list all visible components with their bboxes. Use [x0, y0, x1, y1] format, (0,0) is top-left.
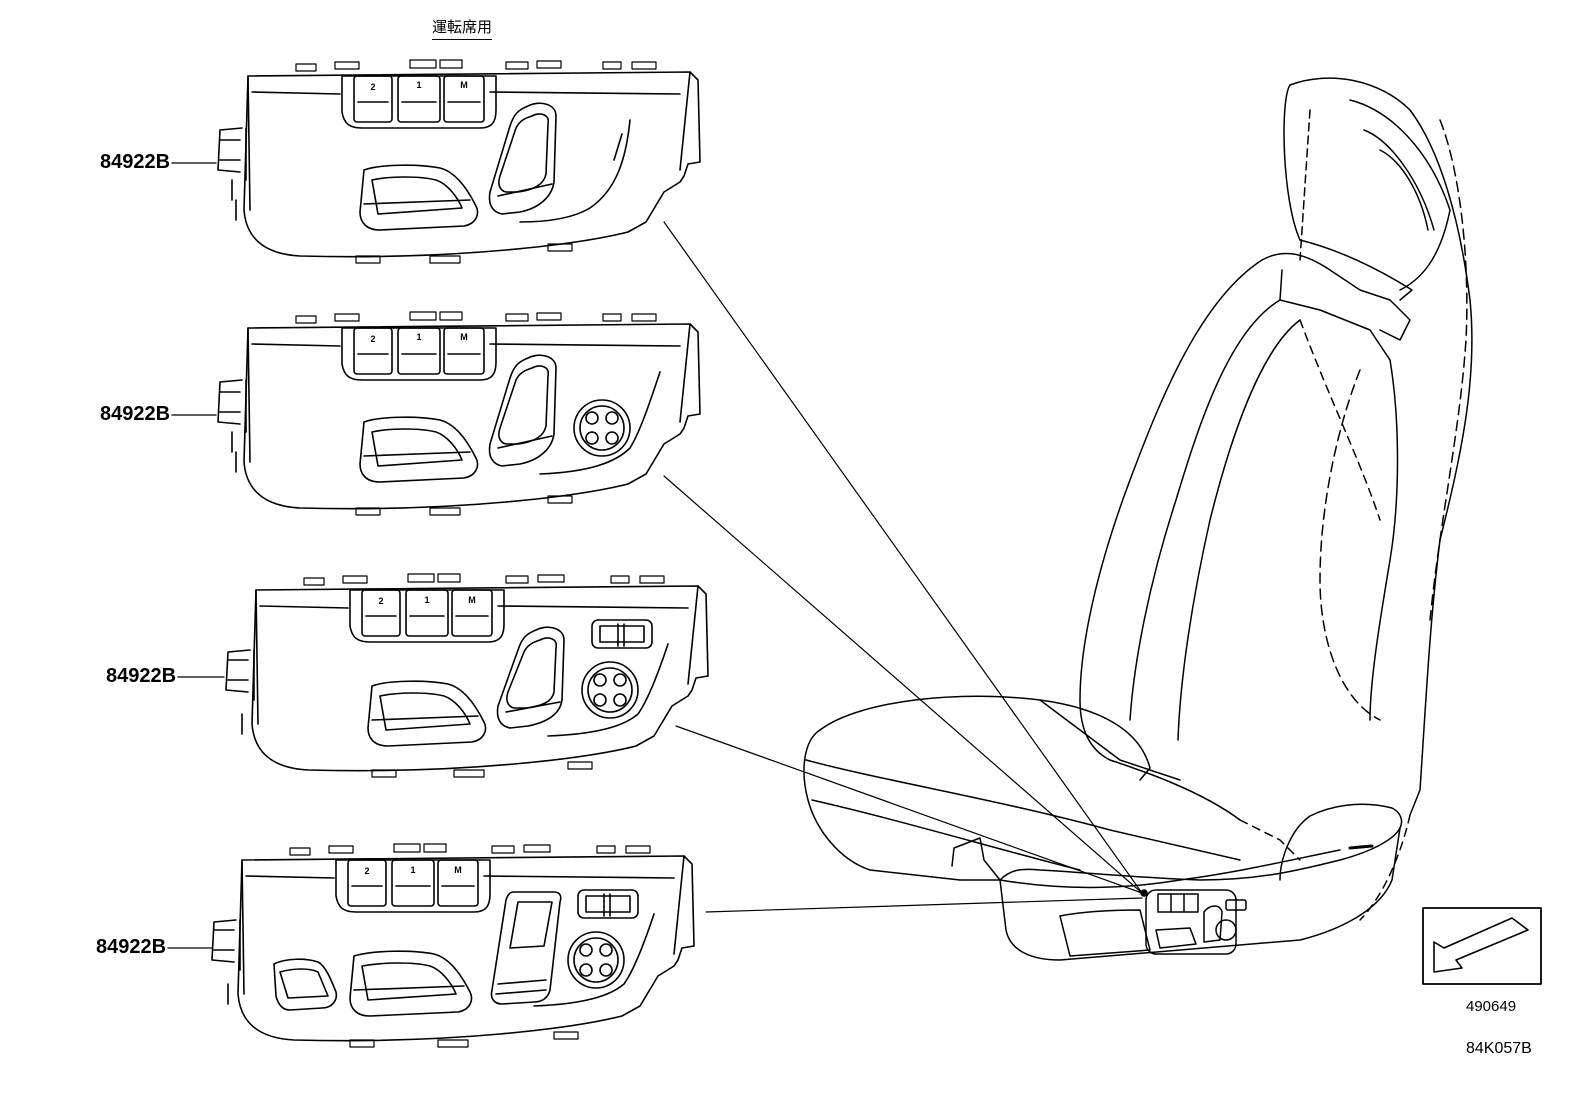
- callout-lines: [663, 221, 1143, 913]
- svg-text:M: M: [454, 865, 462, 875]
- part-label[interactable]: 84922B: [96, 936, 167, 958]
- seat-illustration: [803, 77, 1473, 961]
- part-label[interactable]: 84922B: [100, 151, 171, 173]
- diagram-code: 84K057B: [1466, 1040, 1532, 1057]
- svg-text:2: 2: [370, 334, 375, 344]
- label-leaders: [167, 162, 225, 949]
- arrow-icon: [1433, 917, 1529, 973]
- switch-panel-3[interactable]: [225, 573, 709, 778]
- direction-box: [1422, 907, 1542, 985]
- part-label[interactable]: 84922B: [100, 403, 171, 425]
- svg-text:2: 2: [378, 596, 383, 606]
- section-header: 運転席用: [432, 16, 493, 40]
- svg-text:2: 2: [364, 866, 369, 876]
- switch-panel-1[interactable]: [217, 59, 701, 264]
- direction-code: 490649: [1466, 998, 1517, 1015]
- part-label[interactable]: 84922B: [106, 665, 177, 687]
- memory-button-labels: 2 1 M 2 1 M 2 1 M 2 1 M: [364, 80, 475, 876]
- svg-text:M: M: [460, 332, 468, 342]
- svg-text:M: M: [468, 595, 476, 605]
- svg-text:2: 2: [370, 82, 375, 92]
- svg-text:M: M: [460, 80, 468, 90]
- switch-panel-2[interactable]: [217, 311, 701, 516]
- svg-text:1: 1: [416, 332, 421, 342]
- svg-text:1: 1: [424, 595, 429, 605]
- svg-text:1: 1: [410, 865, 415, 875]
- switch-panel-4[interactable]: [211, 843, 695, 1048]
- svg-text:1: 1: [416, 80, 421, 90]
